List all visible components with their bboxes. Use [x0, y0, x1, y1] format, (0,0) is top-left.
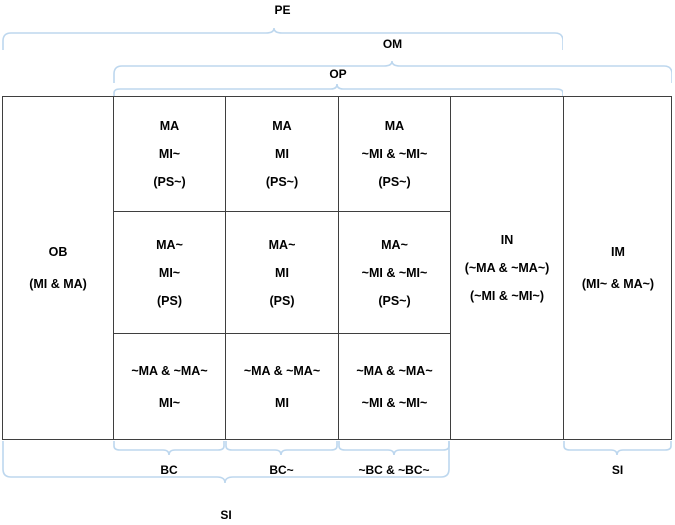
- cell-r2c1-line3: (PS): [157, 293, 182, 308]
- cell-r1c3: MA ~MI & ~MI~ (PS~): [339, 97, 450, 211]
- cell-r3c3-line1: ~MA & ~MA~: [356, 363, 433, 378]
- cell-im: IM (MI~ & MA~): [564, 97, 672, 439]
- cell-r2c3-line1: MA~: [381, 237, 408, 252]
- cell-r2c1-line1: MA~: [156, 237, 183, 252]
- brace-pe: [2, 28, 563, 50]
- brace-bc: [113, 441, 225, 455]
- cell-r1c1-line3: (PS~): [153, 175, 186, 189]
- cell-in-line2: (~MA & ~MA~): [464, 261, 550, 275]
- cell-r1c3-line2: ~MI & ~MI~: [361, 147, 428, 161]
- column-divider-4: [450, 97, 451, 439]
- brace-label-si-right: SI: [611, 463, 624, 477]
- brace-om: [113, 61, 672, 83]
- cell-in-line1: IN: [500, 233, 514, 247]
- cell-r2c3-line2: ~MI & ~MI~: [361, 265, 428, 280]
- cell-r1c3-line3: (PS~): [378, 175, 411, 189]
- cell-r3c2: ~MA & ~MA~ MI: [226, 334, 338, 439]
- cell-r3c1-line1: ~MA & ~MA~: [131, 363, 208, 378]
- matrix-table: OB (MI & MA) MA MI~ (PS~) MA MI (PS~) MA…: [2, 96, 672, 440]
- column-divider-3: [338, 97, 339, 439]
- brace-label-om: OM: [382, 37, 403, 51]
- column-divider-2: [225, 97, 226, 439]
- cell-im-line2: (MI~ & MA~): [581, 277, 655, 291]
- cell-r2c2-line2: MI: [275, 265, 289, 280]
- cell-r2c2: MA~ MI (PS): [226, 212, 338, 333]
- cell-r2c2-line1: MA~: [268, 237, 296, 252]
- cell-r3c3-line2: ~MI & ~MI~: [361, 395, 428, 410]
- row-divider-2: [113, 333, 451, 334]
- brace-label-pe: PE: [274, 3, 291, 17]
- cell-r1c3-line1: MA: [384, 119, 405, 133]
- brace-bc-tilde: [225, 441, 338, 455]
- cell-r1c2-line1: MA: [272, 119, 292, 133]
- cell-r3c2-line1: ~MA & ~MA~: [243, 363, 321, 378]
- cell-r2c3-line3: (PS~): [378, 293, 411, 308]
- brace-op: [113, 84, 563, 98]
- column-divider-1: [113, 97, 114, 439]
- cell-r3c3: ~MA & ~MA~ ~MI & ~MI~: [339, 334, 450, 439]
- cell-in: IN (~MA & ~MA~) (~MI & ~MI~): [451, 97, 563, 439]
- cell-r3c1-line2: MI~: [158, 395, 181, 410]
- cell-r3c1: ~MA & ~MA~ MI~: [114, 334, 225, 439]
- row-divider-1: [113, 211, 451, 212]
- cell-r1c1-line1: MA: [159, 119, 180, 133]
- cell-r2c2-line3: (PS): [269, 293, 295, 308]
- cell-ob-line2: (MI & MA): [29, 277, 87, 291]
- cell-r2c1-line2: MI~: [158, 265, 181, 280]
- brace-label-bc: BC: [160, 463, 178, 477]
- cell-r2c3: MA~ ~MI & ~MI~ (PS~): [339, 212, 450, 333]
- cell-ob: OB (MI & MA): [3, 97, 113, 439]
- brace-si-right: [563, 441, 672, 455]
- brace-label-bc-neither: ~BC & ~BC~: [358, 463, 430, 477]
- brace-bc-neither: [338, 441, 450, 455]
- cell-r1c2-line3: (PS~): [265, 175, 299, 189]
- brace-label-op: OP: [329, 67, 347, 81]
- column-divider-5: [563, 97, 564, 439]
- brace-label-bc-tilde: BC~: [269, 463, 294, 477]
- cell-in-line3: (~MI & ~MI~): [470, 289, 544, 303]
- cell-r3c2-line2: MI: [275, 395, 289, 410]
- brace-label-si-bottom: SI: [220, 508, 232, 522]
- cell-r2c1: MA~ MI~ (PS): [114, 212, 225, 333]
- cell-r1c2: MA MI (PS~): [226, 97, 338, 211]
- cell-r1c1: MA MI~ (PS~): [114, 97, 225, 211]
- cell-im-line1: IM: [611, 245, 625, 259]
- cell-r1c2-line2: MI: [275, 147, 289, 161]
- cell-ob-line1: OB: [48, 245, 68, 259]
- cell-r1c1-line2: MI~: [158, 147, 181, 161]
- brace-si-bottom: [2, 441, 450, 483]
